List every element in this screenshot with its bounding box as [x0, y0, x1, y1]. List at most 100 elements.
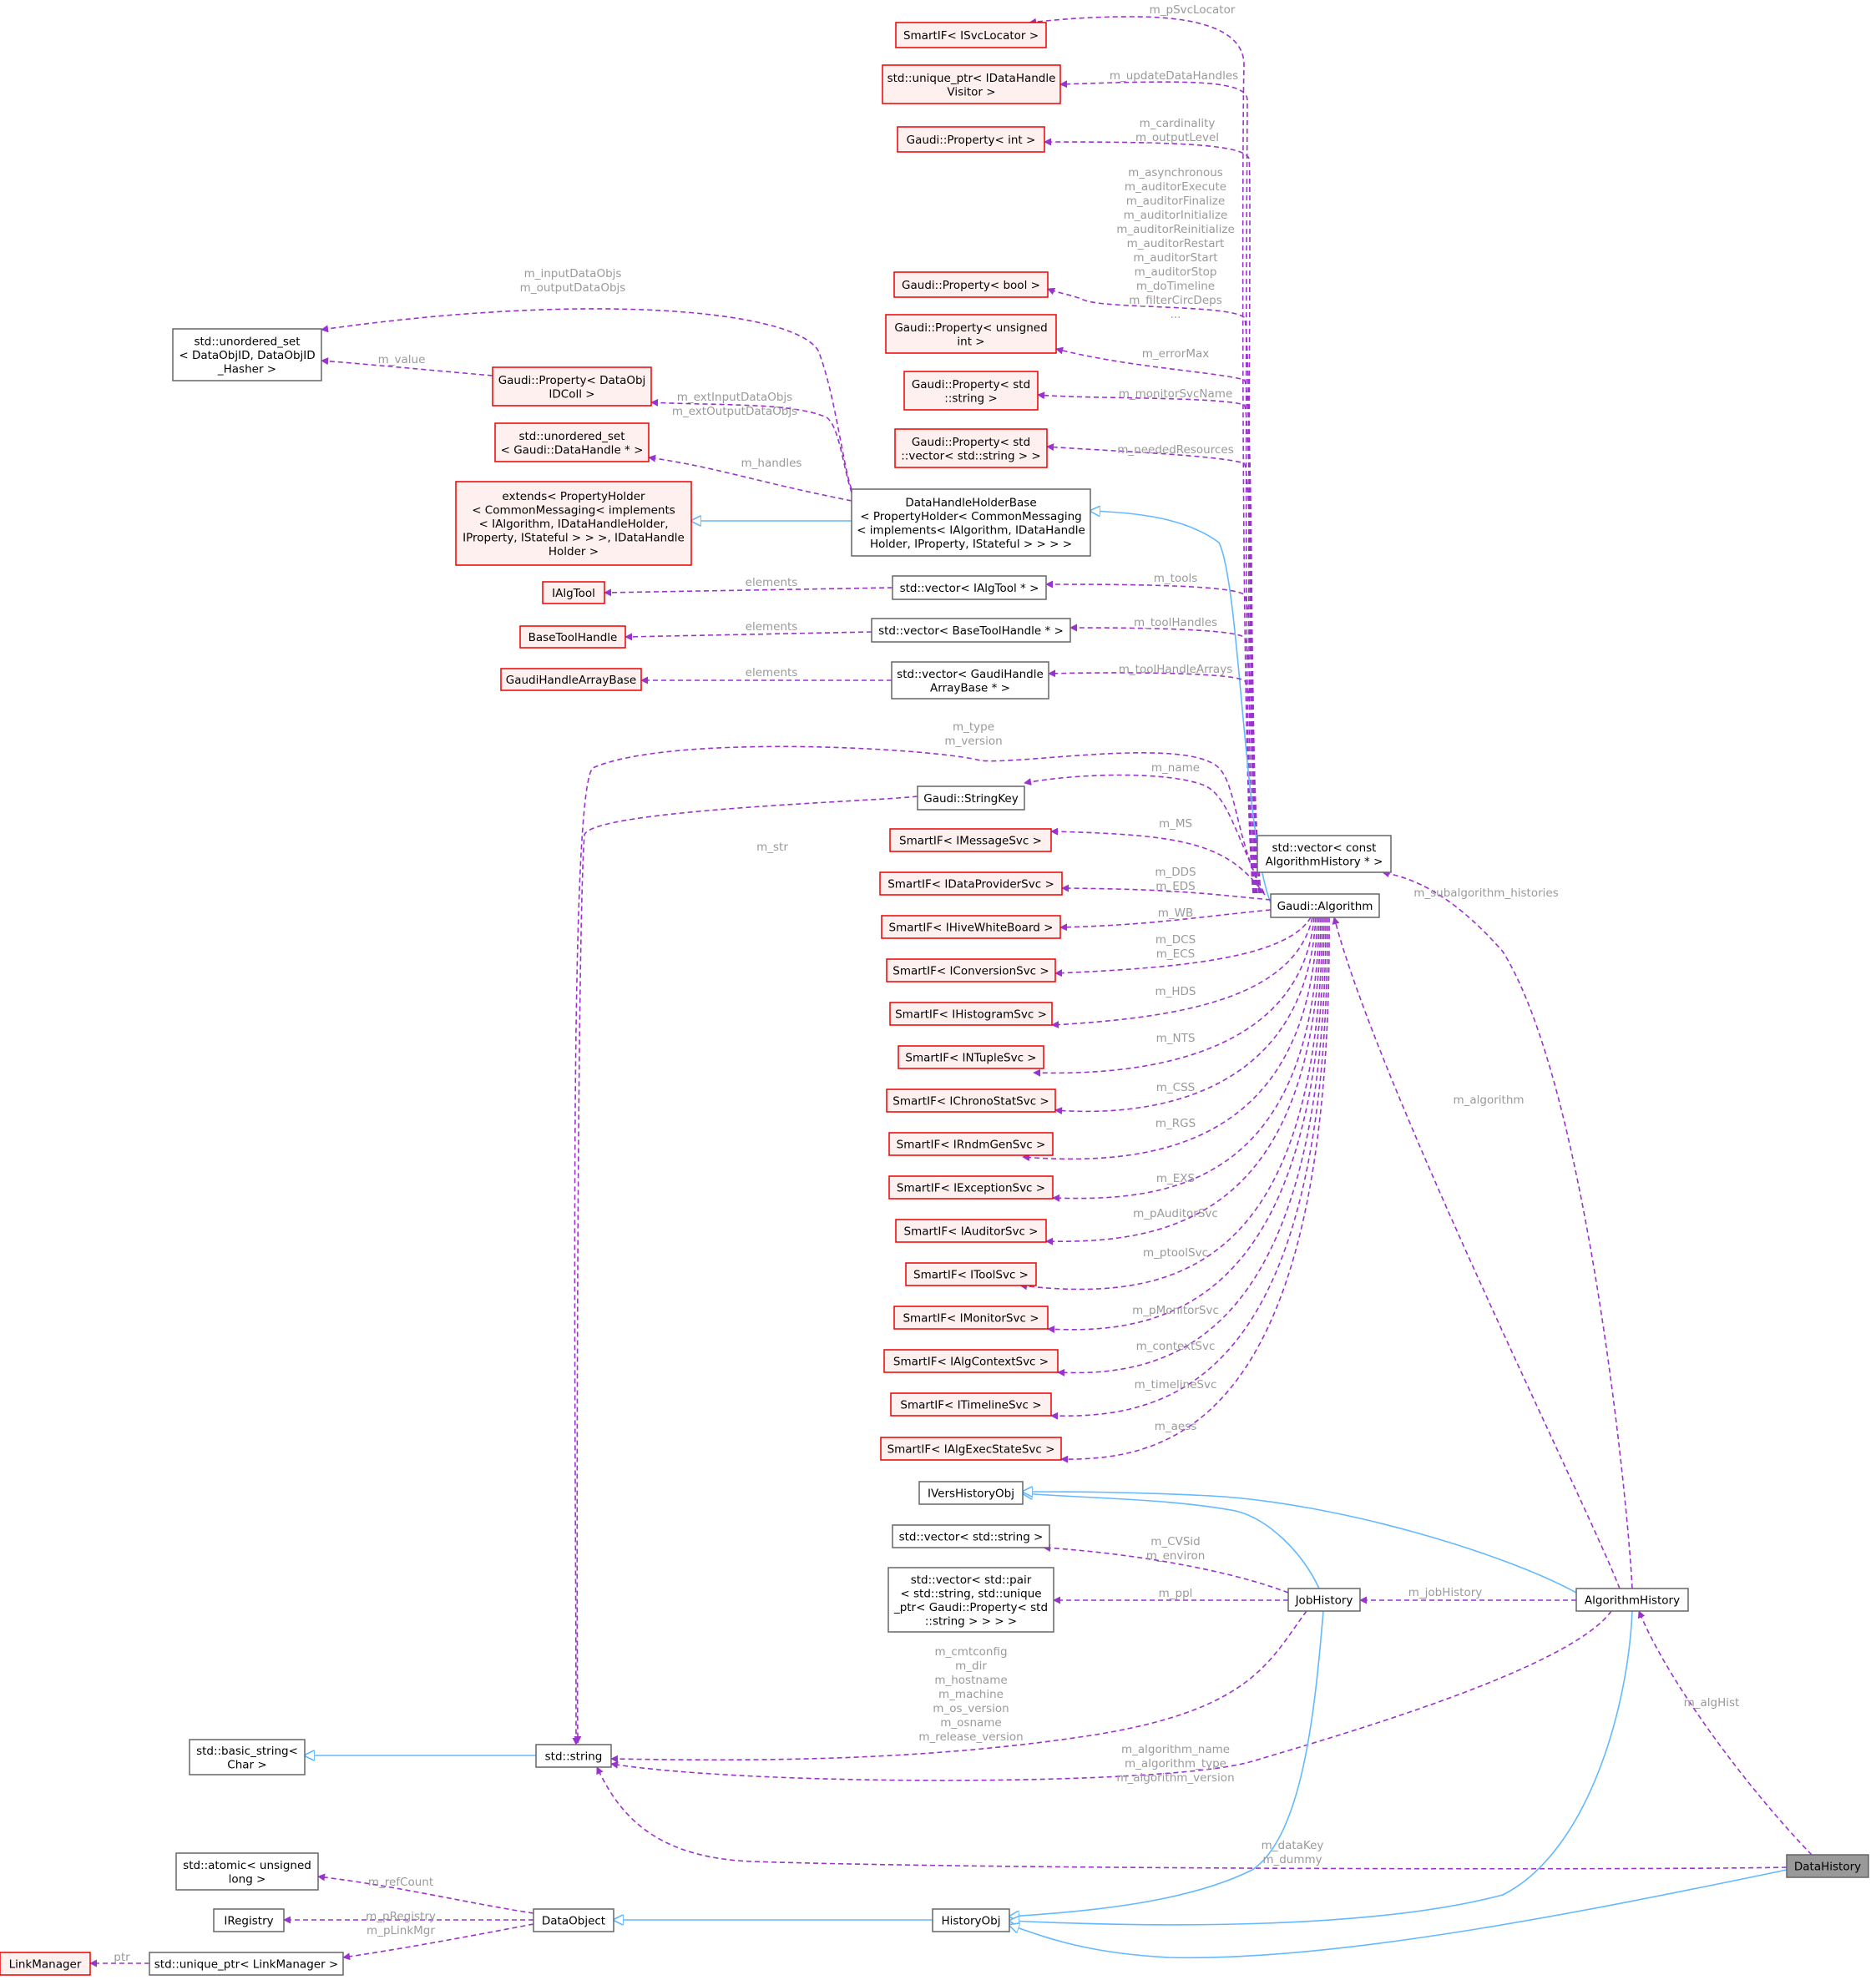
- edge-label-line: ...: [1171, 308, 1181, 321]
- class-node-label: SmartIF< IExceptionSvc >: [897, 1182, 1045, 1195]
- class-node-label: SmartIF< IChronoStatSvc >: [892, 1095, 1049, 1109]
- edge-label-monitorsvcname: m_monitorSvcName: [1119, 387, 1233, 401]
- class-node-label: SmartIF< IHiveWhiteBoard >: [889, 922, 1054, 935]
- edge-label-line: m_monitorSvcName: [1119, 387, 1233, 401]
- class-node-gaudihandlearraybase[interactable]: GaudiHandleArrayBase: [500, 668, 642, 691]
- class-node-datahistory[interactable]: DataHistory: [1786, 1854, 1869, 1878]
- class-node-iauditorsvc[interactable]: SmartIF< IAuditorSvc >: [895, 1219, 1047, 1243]
- class-node-box: [897, 126, 1045, 153]
- edge-label-line: m_dummy: [1262, 1853, 1322, 1866]
- edge-label-line: m_updateDataHandles: [1110, 69, 1238, 83]
- class-node-vec-gaudihandlearray[interactable]: std::vector< GaudiHandleArrayBase * >: [891, 661, 1049, 700]
- usage-edge-cvsid: [1043, 1543, 1289, 1594]
- class-node-box: [889, 1002, 1053, 1026]
- class-node-isvclocator[interactable]: SmartIF< ISvcLocator >: [895, 22, 1047, 48]
- class-node-dhholderbase[interactable]: DataHandleHolderBase< PropertyHolder< Co…: [851, 488, 1091, 557]
- class-node-prop-bool[interactable]: Gaudi::Property< bool >: [893, 271, 1049, 298]
- class-node-box: [213, 1908, 285, 1932]
- class-node-unordered-datahandle[interactable]: std::unordered_set< Gaudi::DataHandle * …: [494, 422, 650, 462]
- class-node-label: DataObject: [542, 1915, 605, 1928]
- class-node-unordered-dataobjid[interactable]: std::unordered_set< DataObjID, DataObjID…: [172, 328, 322, 381]
- class-node-label: Gaudi::Algorithm: [1277, 900, 1373, 913]
- class-node-basic-string[interactable]: std::basic_string<Char >: [189, 1739, 306, 1775]
- class-node-ihistogramsvc[interactable]: SmartIF< IHistogramSvc >: [889, 1002, 1053, 1026]
- class-node-ichronostatsvc[interactable]: SmartIF< IChronoStatSvc >: [886, 1088, 1056, 1113]
- edge-label-line: m_EDS: [1155, 880, 1195, 893]
- class-node-iconversionsvc[interactable]: SmartIF< IConversionSvc >: [886, 958, 1056, 982]
- class-node-prop-vecstring[interactable]: Gaudi::Property< std::vector< std::strin…: [894, 428, 1048, 468]
- usage-edge-rgs: [1022, 917, 1318, 1162]
- class-node-itimelinesvc[interactable]: SmartIF< ITimelineSvc >: [890, 1392, 1052, 1417]
- class-node-stdstring[interactable]: std::string: [535, 1744, 612, 1768]
- class-node-vec-pair[interactable]: std::vector< std::pair< std::string, std…: [887, 1567, 1054, 1633]
- class-node-stringkey[interactable]: Gaudi::StringKey: [917, 785, 1025, 811]
- class-node-prop-string[interactable]: Gaudi::Property< std::string >: [903, 371, 1039, 411]
- edge-label-subalgorithm: m_subalgorithm_histories: [1413, 886, 1559, 900]
- class-node-box: [189, 1739, 306, 1775]
- class-node-ialgcontextsvc[interactable]: SmartIF< IAlgContextSvc >: [883, 1349, 1059, 1373]
- usage-edge-plinkmgr: [342, 1923, 534, 1961]
- class-node-vec-ialgtool[interactable]: std::vector< IAlgTool * >: [892, 575, 1047, 600]
- class-node-label: Gaudi::Property< DataObj: [498, 374, 646, 387]
- edge-label-line: m_tools: [1154, 572, 1198, 585]
- edge-label-line: m_toolHandleArrays: [1119, 663, 1232, 676]
- class-node-itoolsvc[interactable]: SmartIF< IToolSvc >: [905, 1262, 1037, 1286]
- edge-label-line: m_algorithm_name: [1121, 1743, 1230, 1756]
- class-node-iverhistoryobj[interactable]: IVersHistoryObj: [918, 1481, 1024, 1505]
- class-node-iregistry[interactable]: IRegistry: [213, 1908, 285, 1932]
- class-node-extends[interactable]: extends< PropertyHolder< CommonMessaging…: [455, 481, 692, 566]
- class-node-imessagesvc[interactable]: SmartIF< IMessageSvc >: [889, 828, 1052, 852]
- class-node-jobhistory[interactable]: JobHistory: [1287, 1588, 1361, 1612]
- class-node-ialgexecstatesvc[interactable]: SmartIF< IAlgExecStateSvc >: [880, 1437, 1062, 1461]
- usage-edge-updatedatahandles: [1059, 80, 1254, 894]
- usage-edge-ms: [1050, 827, 1266, 896]
- edge-label-updatedatahandles: m_updateDataHandles: [1110, 69, 1238, 83]
- edge-label-ppl: m_ppl: [1159, 1587, 1193, 1600]
- usage-edge-inputdataobjs: [321, 308, 852, 490]
- edges-layer: [89, 16, 1813, 1967]
- edge-label-contextsvc: m_contextSvc: [1136, 1340, 1216, 1353]
- class-node-label: SmartIF< ISvcLocator >: [903, 29, 1039, 43]
- class-node-algorithmhistory[interactable]: AlgorithmHistory: [1575, 1588, 1689, 1612]
- class-node-prop-int[interactable]: Gaudi::Property< int >: [897, 126, 1045, 153]
- edge-label-neededresources: m_neededResources: [1117, 443, 1233, 457]
- class-node-historyobj[interactable]: HistoryObj: [932, 1908, 1010, 1932]
- edge-label-line: m_auditorExecute: [1125, 180, 1226, 194]
- edge-label-line: m_NTS: [1156, 1032, 1196, 1045]
- usage-edge-ptoolsvc: [1019, 917, 1323, 1291]
- edge-label-cmtconfig: m_cmtconfigm_dirm_hostnamem_machinem_os_…: [918, 1645, 1023, 1744]
- usage-edge-subalgorithm: [1382, 870, 1633, 1589]
- class-node-irndmgensvc[interactable]: SmartIF< IRndmGenSvc >: [888, 1132, 1054, 1156]
- class-node-linkmanager[interactable]: LinkManager: [0, 1952, 91, 1976]
- class-node-vec-string[interactable]: std::vector< std::string >: [892, 1524, 1050, 1548]
- class-node-vec-basetoolhandle[interactable]: std::vector< BaseToolHandle * >: [871, 618, 1071, 643]
- class-node-idataprovidersvc[interactable]: SmartIF< IDataProviderSvc >: [879, 871, 1063, 896]
- edge-label-line: m_environ: [1146, 1549, 1206, 1563]
- class-node-basetoolhandle[interactable]: BaseToolHandle: [519, 625, 626, 649]
- class-node-imonitorsvc[interactable]: SmartIF< IMonitorSvc >: [893, 1306, 1049, 1330]
- edge-label-line: m_release_version: [918, 1730, 1023, 1744]
- class-node-intuplesvc[interactable]: SmartIF< INTupleSvc >: [898, 1045, 1044, 1069]
- class-node-ihivewhiteboard[interactable]: SmartIF< IHiveWhiteBoard >: [881, 915, 1061, 939]
- edge-label-plinkmgr: m_pLinkMgr: [367, 1924, 435, 1937]
- edge-label-line: m_pRegistry: [366, 1910, 436, 1923]
- class-node-dataobject[interactable]: DataObject: [533, 1908, 614, 1932]
- class-node-label: LinkManager: [9, 1958, 82, 1972]
- edge-label-line: m_toolHandles: [1134, 616, 1217, 629]
- edge-label-line: m_auditorFinalize: [1126, 194, 1225, 208]
- edge-label-line: m_algorithm: [1453, 1094, 1524, 1107]
- usage-edge-psvclocator: [1029, 16, 1254, 894]
- edge-label-line: m_ECS: [1156, 947, 1195, 961]
- class-node-gaudialgorithm[interactable]: Gaudi::Algorithm: [1270, 893, 1380, 918]
- usage-edge-aess: [1060, 917, 1330, 1463]
- class-node-label: BaseToolHandle: [528, 631, 618, 644]
- class-node-uptr-linkmanager[interactable]: std::unique_ptr< LinkManager >: [149, 1952, 344, 1976]
- class-node-iexceptionsvc[interactable]: SmartIF< IExceptionSvc >: [888, 1175, 1054, 1200]
- class-node-ialgtool[interactable]: IAlgTool: [542, 581, 605, 604]
